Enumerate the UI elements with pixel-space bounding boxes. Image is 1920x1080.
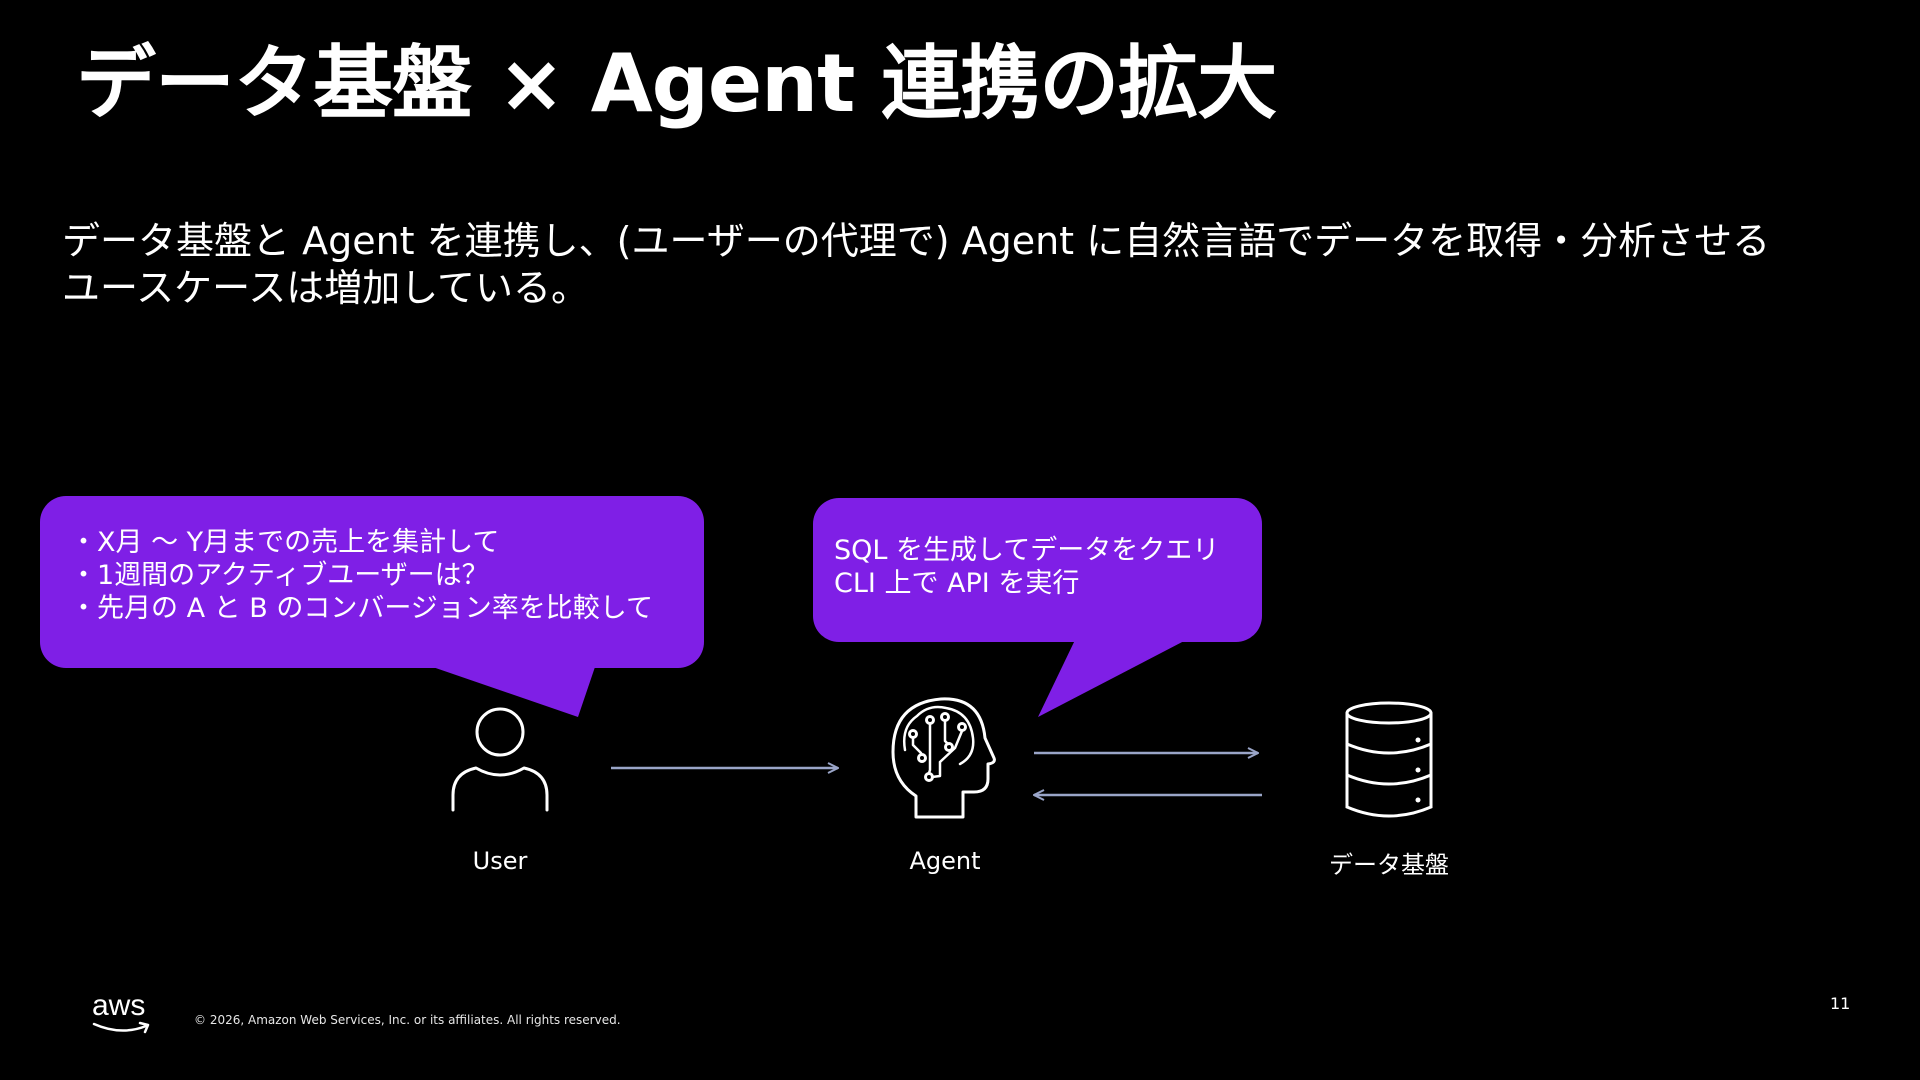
agent-action-item: CLI 上で API を実行 (834, 568, 1080, 599)
data-platform-label: データ基盤 (1329, 851, 1449, 879)
aws-logo: aws (92, 989, 156, 1035)
aws-smile-icon (92, 1021, 150, 1034)
intro-text: データ基盤と Agent を連携し、(ユーザーの代理で) Agent に自然言語… (62, 218, 1862, 312)
agent-speech-bubble: SQL を生成してデータをクエリ CLI 上で API を実行 (813, 498, 1262, 642)
intro-line: ユースケースは増加している。 (62, 266, 590, 310)
agent-label: Agent (909, 847, 981, 875)
agent-action-item: SQL を生成してデータをクエリ (834, 535, 1220, 566)
user-request-item: ・先月の A と B のコンバージョン率を比較して (70, 593, 653, 624)
user-request-item: ・X月 ～ Y月までの売上を集計して (70, 527, 500, 558)
user-icon (451, 707, 549, 812)
slide-title: データ基盤 × Agent 連携の拡大 (76, 37, 1277, 130)
user-speech-bubble: ・X月 ～ Y月までの売上を集計して ・1週間のアクティブユーザーは？ ・先月の… (40, 496, 704, 668)
user-request-item: ・1週間のアクティブユーザーは？ (70, 560, 489, 591)
aws-logo-text: aws (92, 989, 146, 1022)
agent-bubble-tail (1038, 640, 1186, 717)
intro-line: データ基盤と Agent を連携し、(ユーザーの代理で) Agent に自然言語… (62, 219, 1771, 263)
user-label: User (472, 847, 528, 875)
user-bubble-tail (424, 664, 596, 717)
copyright-text: © 2026, Amazon Web Services, Inc. or its… (194, 1013, 621, 1027)
page-number: 11 (1830, 994, 1851, 1013)
ai-brain-head-icon (891, 697, 996, 819)
database-icon (1345, 701, 1433, 818)
